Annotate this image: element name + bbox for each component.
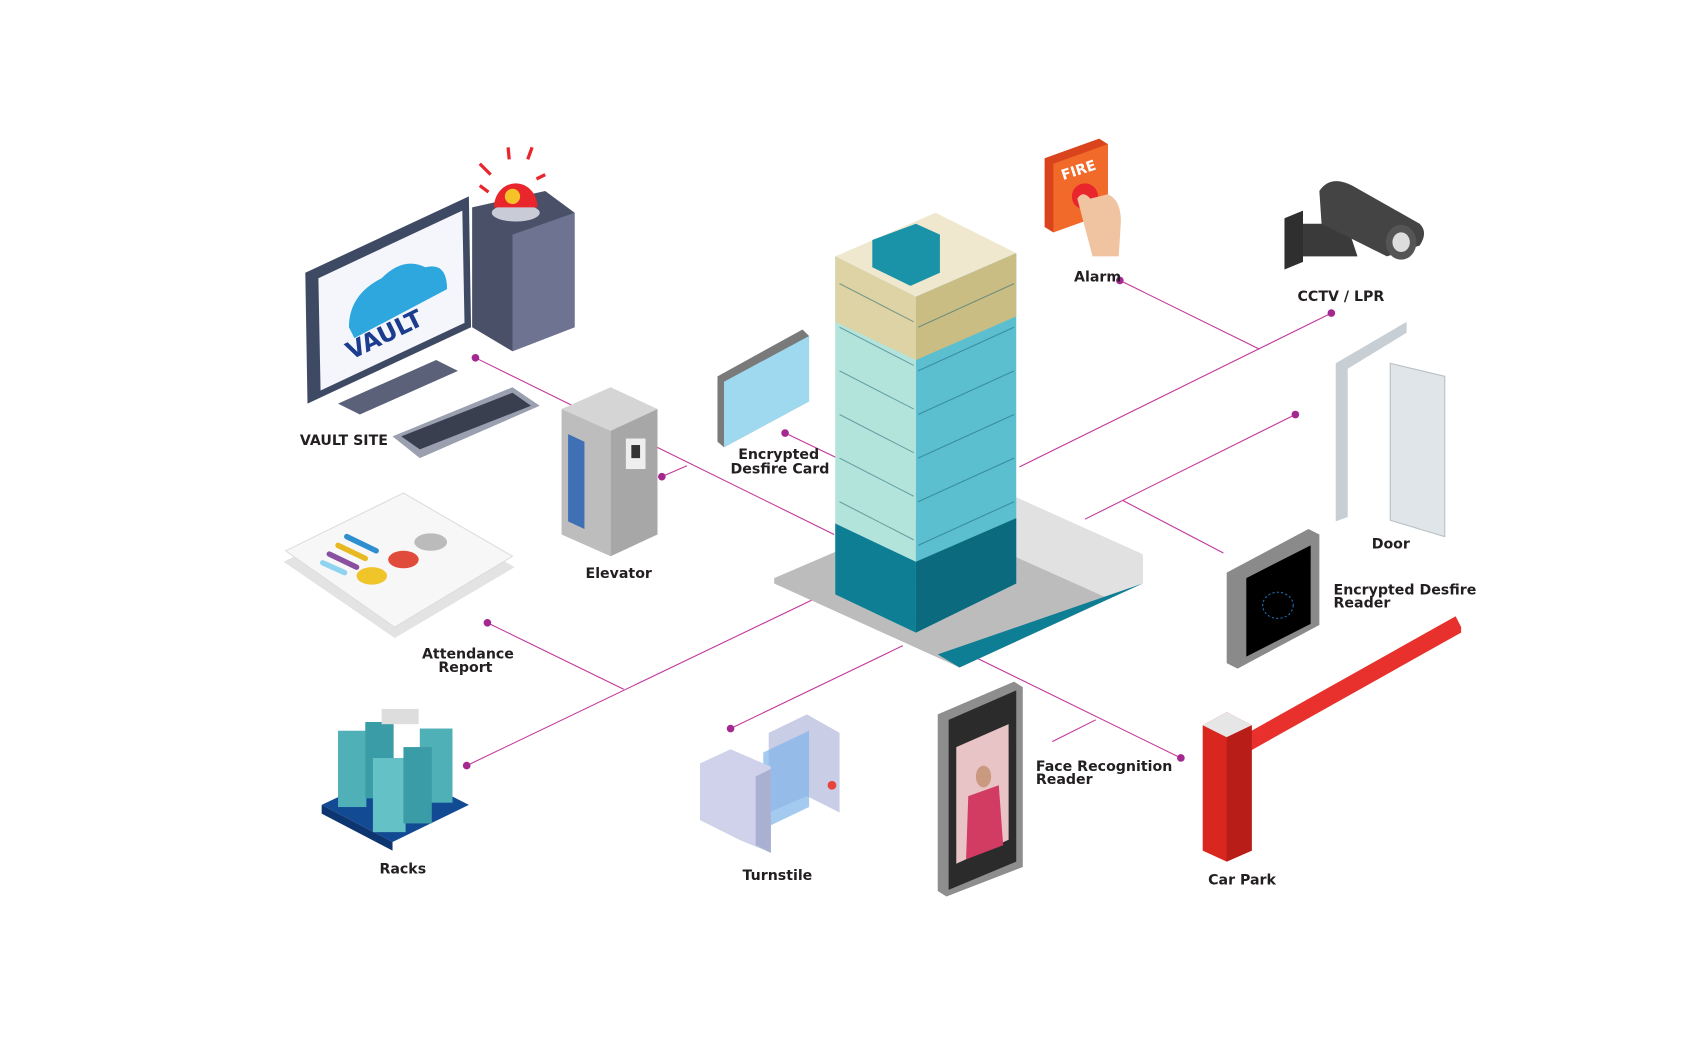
dot-vault (471, 353, 480, 362)
line-turnstile (730, 645, 904, 730)
line-cctv (1019, 312, 1332, 468)
dot-door (1291, 410, 1300, 419)
dot-card (781, 429, 789, 437)
line-door (1084, 414, 1296, 520)
label-attendance-line1: Attendance (422, 647, 514, 663)
dot-attendance (483, 618, 492, 627)
car-park-barrier-icon (1202, 616, 1462, 862)
face-recognition-reader-icon (937, 681, 1023, 897)
fire-alarm-icon: FIRE (1044, 138, 1121, 257)
label-car-park: Car Park (1208, 872, 1276, 888)
dot-turnstile (726, 724, 735, 733)
cctv-camera-icon (1284, 181, 1425, 270)
label-reader-line1: Encrypted Desfire (1334, 582, 1477, 598)
line-alarm (1119, 279, 1260, 350)
line-face (1051, 719, 1097, 743)
door-icon (1335, 321, 1446, 538)
dot-racks (462, 761, 471, 770)
dot-elevator (658, 472, 666, 481)
desfire-reader-icon (1226, 529, 1320, 669)
racks-icon (321, 708, 469, 851)
label-cctv: CCTV / LPR (1298, 289, 1385, 305)
label-turnstile: Turnstile (743, 868, 813, 884)
dot-cctv (1327, 309, 1336, 317)
dot-alarm (1116, 276, 1124, 285)
label-reader-line2: Reader (1334, 596, 1391, 612)
line-racks (466, 599, 813, 767)
building-icon (774, 212, 1143, 668)
label-face-line2: Reader (1036, 772, 1093, 788)
line-elevator (661, 465, 688, 478)
line-attendance (487, 622, 624, 690)
label-face-line1: Face Recognition (1036, 759, 1172, 775)
line-reader (1122, 500, 1224, 554)
connector-lines (462, 276, 1336, 770)
label-alarm: Alarm (1074, 269, 1121, 285)
vault-computer-icon: VAULT (305, 146, 575, 459)
label-attendance-line2: Report (438, 660, 492, 676)
elevator-icon (561, 387, 658, 557)
turnstile-icon (700, 714, 840, 853)
label-door: Door (1372, 537, 1410, 553)
label-racks: Racks (379, 862, 426, 878)
desfire-card-icon (717, 329, 810, 448)
label-card-line1: Encrypted (738, 447, 819, 463)
label-card-line2: Desfire Card (731, 461, 830, 477)
label-elevator: Elevator (586, 566, 652, 582)
line-carpark (975, 657, 1182, 759)
attendance-report-icon (283, 492, 515, 639)
label-vault-site: VAULT SITE (300, 433, 388, 449)
line-card (784, 432, 838, 459)
dot-carpark (1177, 754, 1185, 762)
